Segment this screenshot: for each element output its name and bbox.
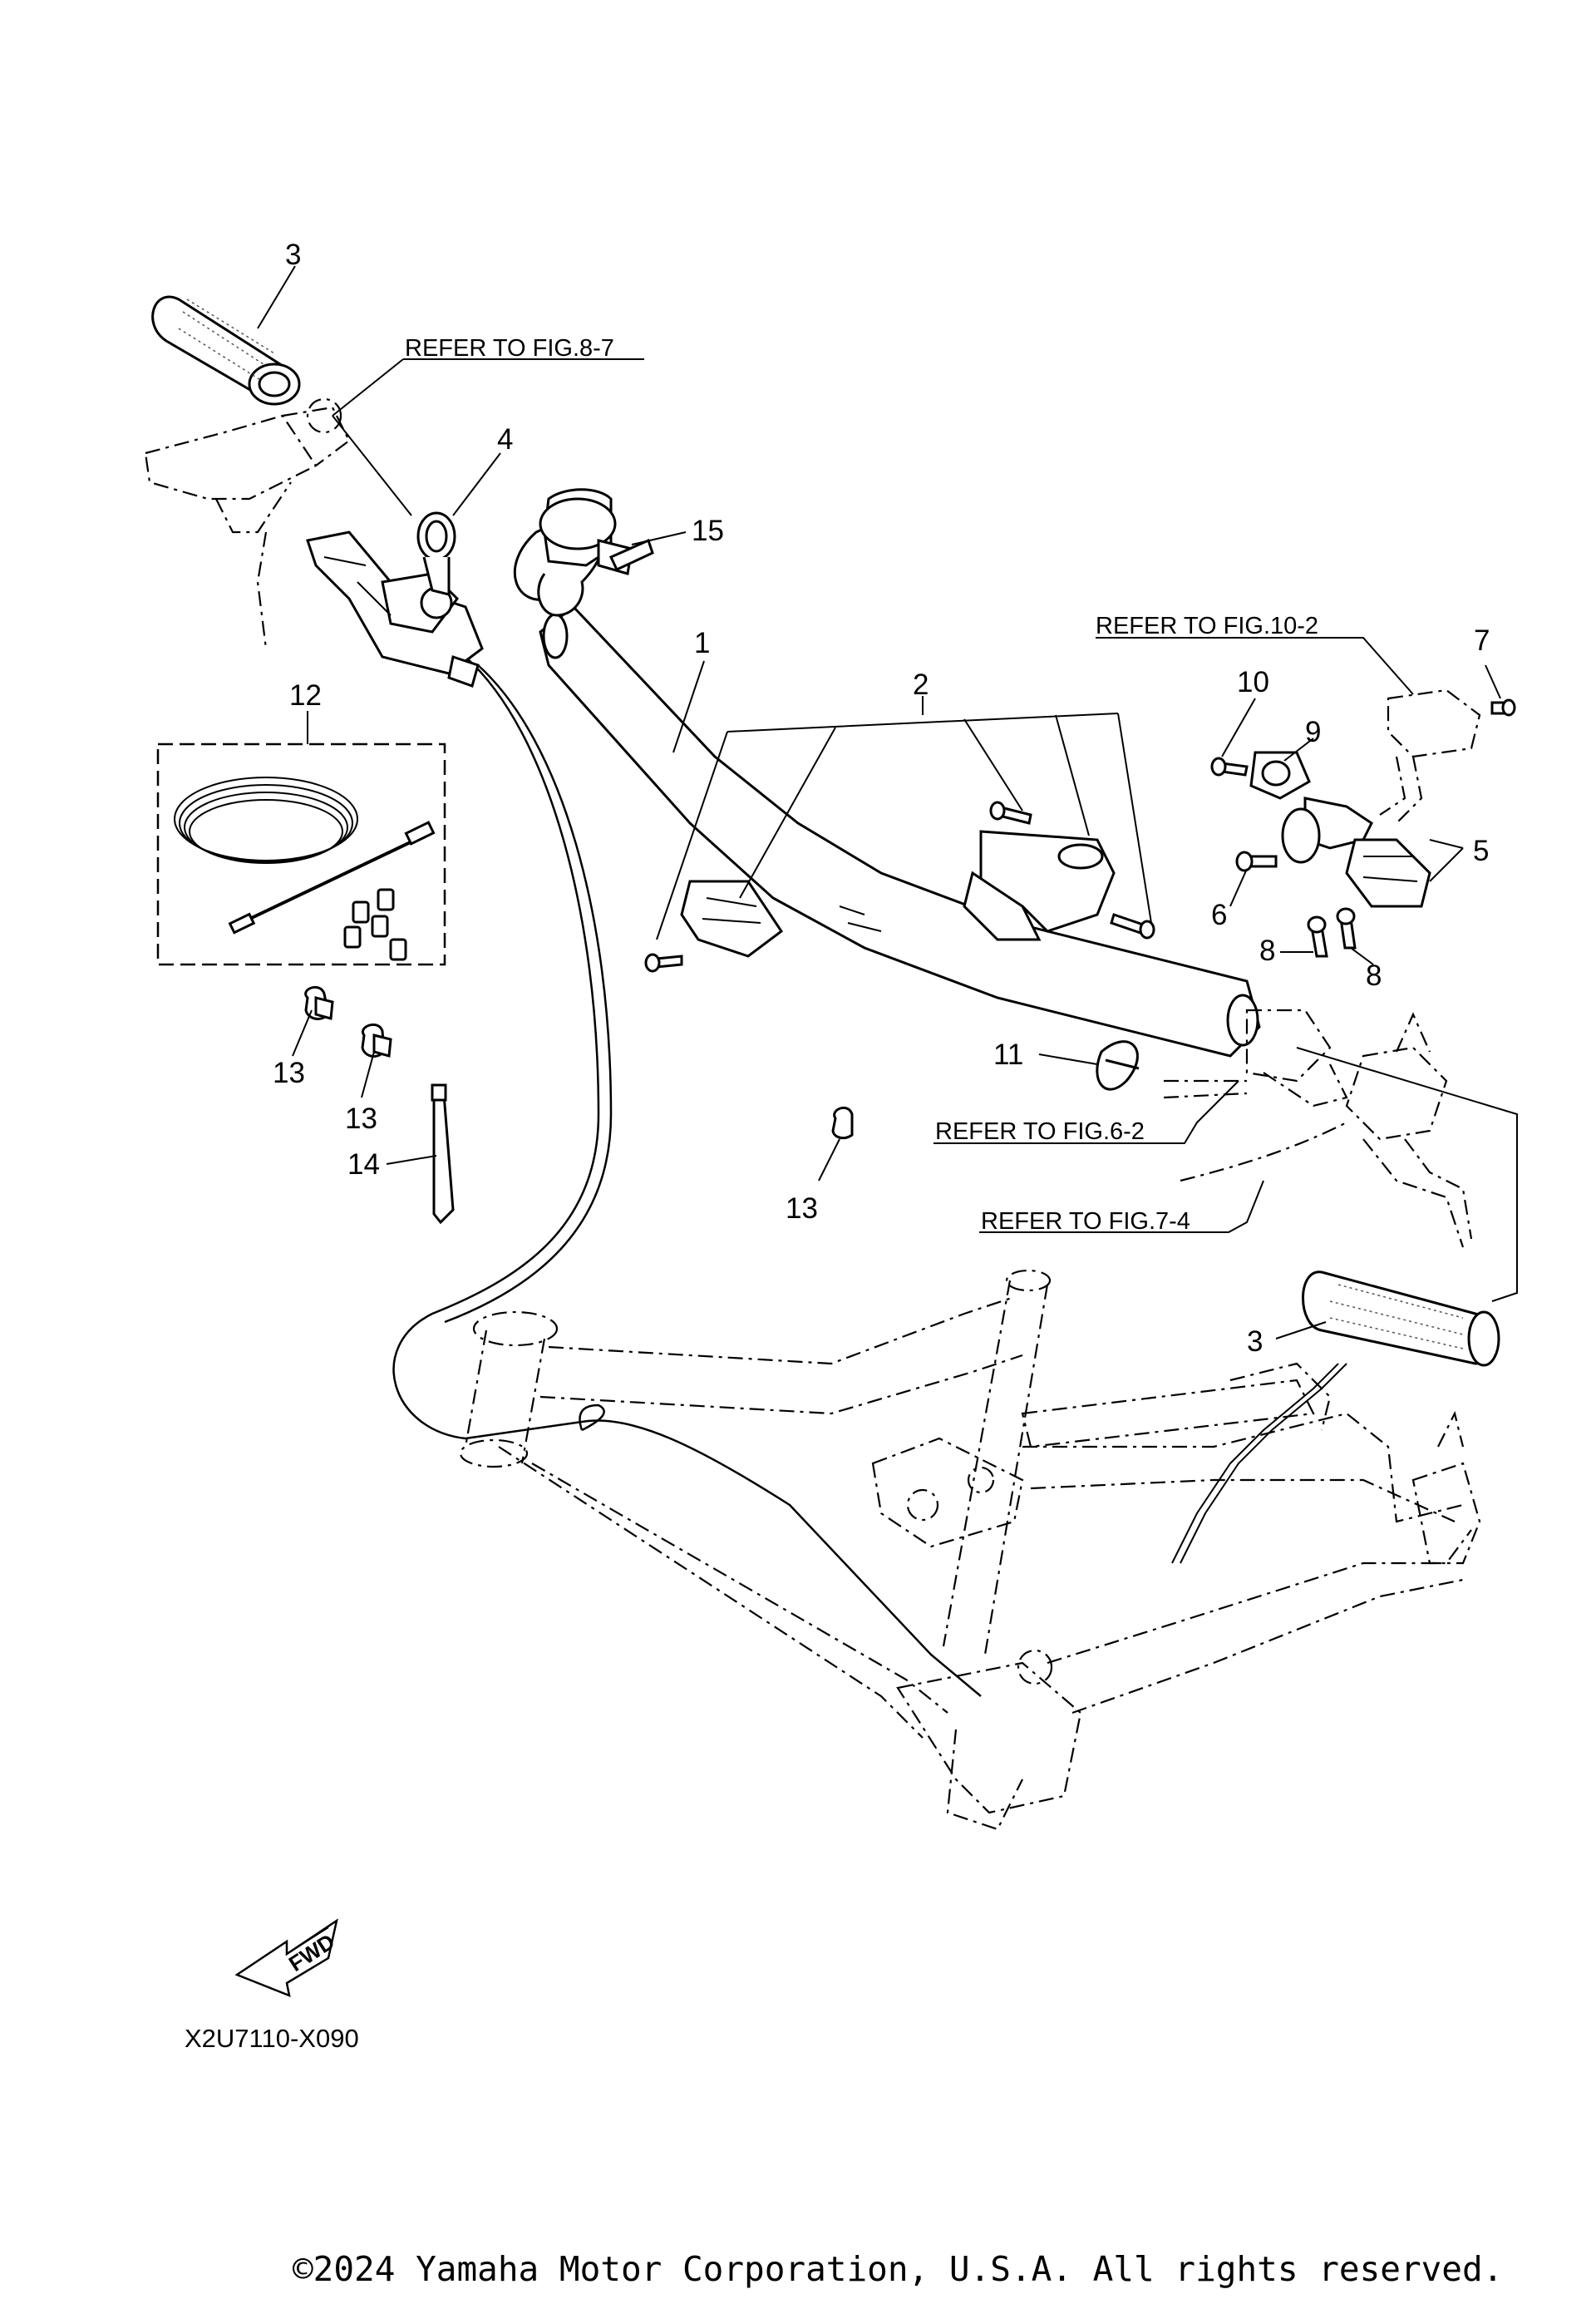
left-brake-lever-phantom [144, 397, 351, 649]
callout-10: 10 [1237, 666, 1269, 698]
frame-phantom [459, 1269, 1481, 1831]
lockout-screws [1210, 757, 1357, 958]
callout-5: 5 [1473, 835, 1489, 867]
left-shifter[interactable] [306, 530, 484, 688]
handlebar-clamp[interactable] [1096, 1040, 1140, 1091]
grip-left[interactable] [151, 295, 301, 406]
leader-lines [257, 265, 1518, 1339]
ref-fig-8-7: REFER TO FIG.8-7 [405, 335, 614, 362]
callout-3-right: 3 [1247, 1325, 1263, 1358]
callout-7: 7 [1474, 624, 1490, 657]
callout-4: 4 [497, 423, 513, 456]
cable-end-caps [343, 888, 407, 961]
forward-arrow-icon [234, 1918, 338, 1998]
lockout-clamp[interactable] [1249, 751, 1311, 800]
ref-fig-6-2: REFER TO FIG.6-2 [935, 1118, 1145, 1145]
callout-13-c: 13 [786, 1192, 818, 1225]
cable-clip[interactable] [361, 1023, 392, 1058]
callout-15: 15 [692, 515, 724, 547]
dropper-remote-phantom [1379, 688, 1516, 824]
callouts: 3 4 15 1 2 12 13 13 14 13 11 3 7 10 9 5 … [273, 239, 1490, 1358]
callout-3-left: 3 [285, 239, 301, 271]
callout-12: 12 [289, 679, 322, 712]
cable-clip[interactable] [304, 985, 334, 1020]
callout-8-a: 8 [1259, 935, 1275, 967]
grip-right[interactable] [1302, 1270, 1500, 1367]
callout-1: 1 [694, 627, 710, 659]
callout-11: 11 [993, 1039, 1023, 1071]
bell[interactable] [513, 488, 654, 617]
callout-2: 2 [913, 669, 929, 701]
stem-screw [644, 801, 1155, 973]
copyright: ©2024 Yamaha Motor Corporation, U.S.A. A… [293, 2249, 1503, 2289]
handlebar[interactable] [539, 604, 1261, 1058]
callout-13-b: 13 [345, 1103, 377, 1135]
shift-cable [392, 656, 982, 1697]
cable-tie[interactable] [431, 1083, 455, 1225]
shift-cable-kit[interactable] [156, 743, 446, 966]
callout-14: 14 [347, 1148, 380, 1181]
cable-clip[interactable] [831, 1106, 854, 1140]
shifter-clamp[interactable] [416, 511, 456, 596]
ref-fig-7-4: REFER TO FIG.7-4 [981, 1208, 1190, 1235]
callout-8-b: 8 [1366, 960, 1382, 992]
right-brake-shifter-phantom [1163, 1009, 1473, 1248]
reference-labels: REFER TO FIG.8-7 REFER TO FIG.10-2 REFER… [405, 335, 1318, 1235]
callout-6: 6 [1211, 899, 1227, 931]
ref-fig-10-2: REFER TO FIG.10-2 [1096, 613, 1318, 639]
callout-9: 9 [1305, 716, 1321, 748]
lockout-lever-assy[interactable] [1281, 797, 1431, 908]
stem-clamp[interactable] [644, 801, 1155, 973]
diagram-code: X2U7110-X090 [185, 2024, 359, 2053]
callout-13-a: 13 [273, 1057, 305, 1089]
